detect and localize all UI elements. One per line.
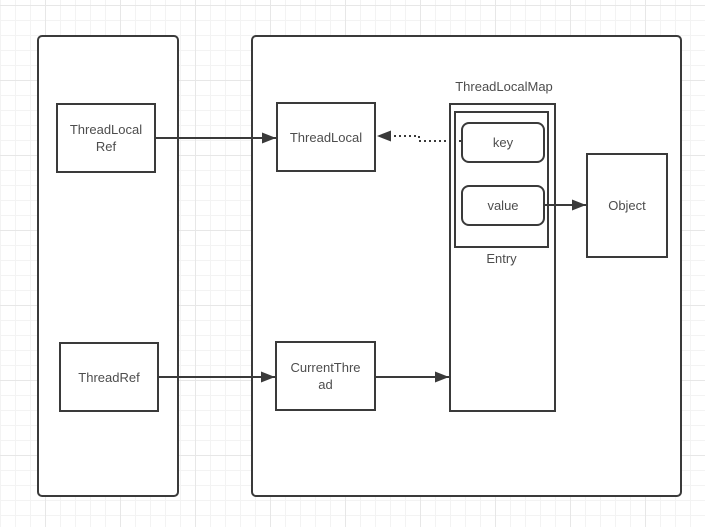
- node-key[interactable]: key: [461, 122, 545, 163]
- node-thread-ref[interactable]: ThreadRef: [59, 342, 159, 412]
- threadlocalmap-title: ThreadLocalMap: [455, 79, 553, 94]
- node-threadlocal-ref[interactable]: ThreadLocal Ref: [56, 103, 156, 173]
- node-current-thread[interactable]: CurrentThre ad: [275, 341, 376, 411]
- node-object[interactable]: Object: [586, 153, 668, 258]
- entry-label: Entry: [486, 251, 517, 266]
- node-value[interactable]: value: [461, 185, 545, 226]
- node-threadlocal[interactable]: ThreadLocal: [276, 102, 376, 172]
